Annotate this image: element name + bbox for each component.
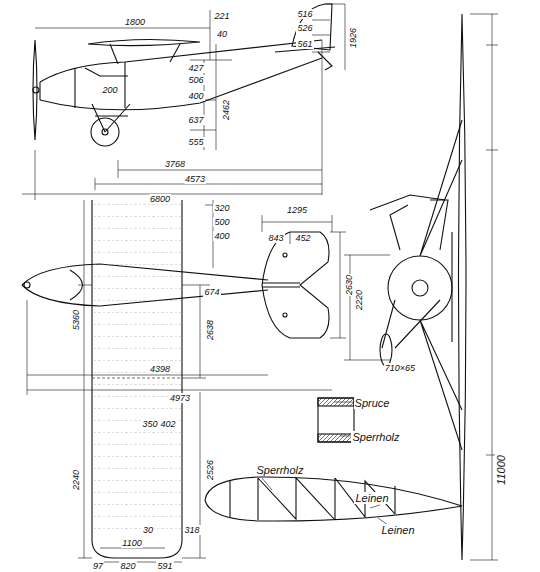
dimension-label: 4573 (184, 174, 206, 184)
dimension-label: 555 (187, 137, 204, 147)
dimension-label: 11000 (495, 454, 507, 486)
dimension-label: 1100 (121, 538, 142, 548)
dimension-label: 2630 (344, 274, 354, 296)
dimension-label: 320 (213, 203, 230, 213)
dimension-label: Leinen (354, 492, 389, 504)
dimension-label: 561 (296, 39, 313, 49)
dimension-label: 200 (101, 85, 118, 95)
dimension-label: 4398 (149, 364, 171, 374)
dimension-label: 2220 (354, 289, 364, 311)
dimension-label: 2526 (205, 459, 215, 481)
dimension-label: 526 (296, 23, 313, 33)
dimension-label: 30 (142, 525, 154, 535)
dimension-label: 506 (187, 75, 204, 85)
dimension-label: 427 (187, 63, 204, 73)
dimension-label: 400 (213, 231, 230, 241)
dimension-label: 710×65 (384, 363, 416, 373)
dimension-label: 452 (294, 233, 311, 243)
dimension-label: 516 (296, 9, 313, 19)
dimension-label: 500 (213, 217, 230, 227)
dimension-label: 2638 (205, 319, 215, 341)
dimension-label: Sperrholz (351, 431, 400, 443)
dimension-label: 843 (267, 233, 284, 243)
dimension-label: 221 (213, 11, 230, 21)
dimension-label: 5360 (71, 309, 81, 331)
dimension-label: Leinen (380, 524, 415, 536)
dimension-label: 318 (183, 525, 200, 535)
dimension-label: 350 (141, 419, 158, 429)
dimension-label: 2462 (221, 99, 231, 121)
dimension-label: 4973 (169, 393, 191, 403)
dimension-label: 591 (156, 561, 173, 571)
dimension-label: 1800 (124, 17, 146, 27)
dimension-label: 674 (203, 287, 220, 297)
dimension-label: 6800 (149, 194, 171, 204)
dimension-label: Sperrholz (255, 464, 304, 476)
dimension-label: 40 (216, 29, 228, 39)
dimension-label: 3768 (164, 159, 186, 169)
dimension-label: 402 (159, 419, 176, 429)
dimension-label: 1295 (286, 205, 308, 215)
dimension-label: 400 (187, 91, 204, 101)
dimension-label: Spruce (354, 397, 391, 409)
dimension-label: 820 (119, 561, 136, 571)
dimension-label: 2240 (71, 469, 81, 491)
dimension-label: 1926 (348, 27, 358, 49)
dimension-label: 97 (92, 561, 104, 571)
dimension-label: 637 (187, 115, 204, 125)
